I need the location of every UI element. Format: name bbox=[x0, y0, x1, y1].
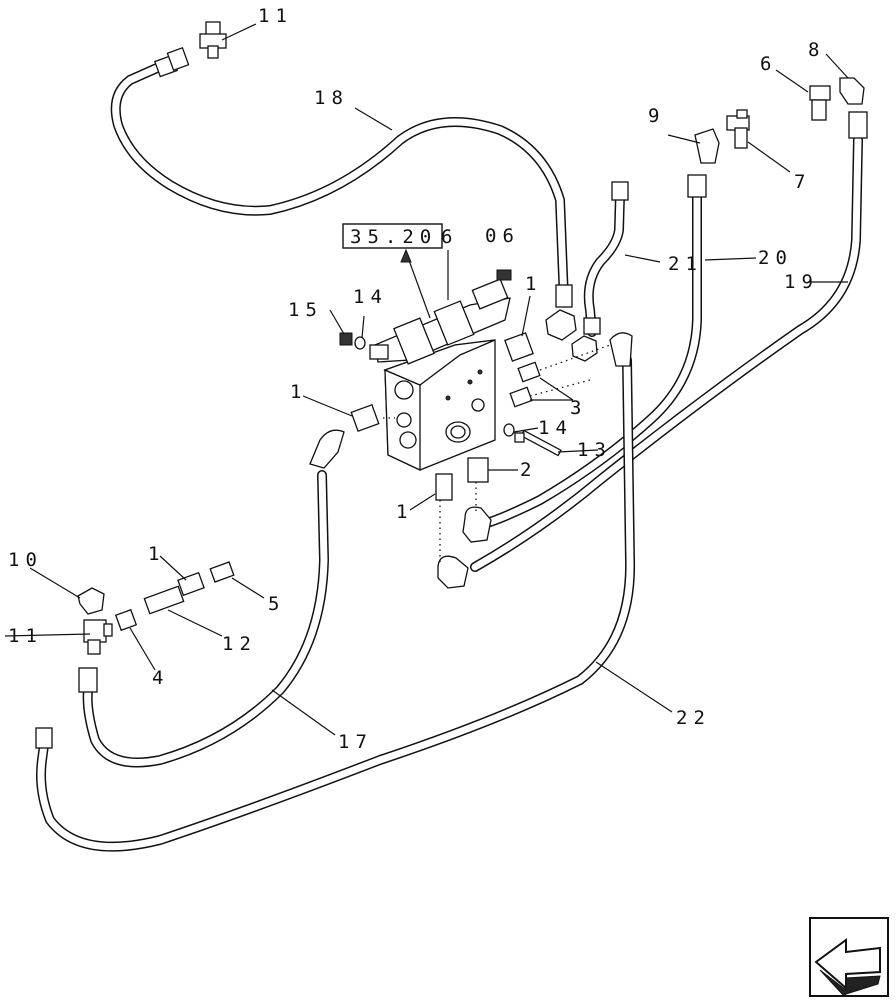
callout-8: 8 bbox=[808, 39, 825, 61]
fitting-11-top bbox=[199, 21, 227, 59]
elbow-hose19-end bbox=[437, 555, 469, 589]
callout-6-block: 6 bbox=[441, 226, 458, 248]
fitting-hose18-bottom bbox=[545, 284, 577, 341]
reference-box-text: 35.20 bbox=[350, 226, 437, 248]
adapter-1-left bbox=[350, 404, 380, 432]
hose-19 bbox=[470, 135, 863, 572]
callout-7: 7 bbox=[794, 171, 811, 193]
hose-17 bbox=[82, 470, 329, 768]
nut-15 bbox=[339, 332, 353, 346]
tube-12 bbox=[143, 585, 185, 615]
assembly-lines bbox=[383, 344, 611, 565]
callout-3: 3 bbox=[570, 397, 587, 419]
callout-17: 17 bbox=[338, 731, 373, 753]
fitting-hose22-end bbox=[35, 727, 53, 749]
callout-21: 21 bbox=[668, 253, 703, 275]
callout-18: 18 bbox=[314, 87, 349, 109]
fitting-hose21-bottom bbox=[571, 317, 601, 362]
fitting-9 bbox=[694, 128, 720, 164]
callout-5: 5 bbox=[268, 593, 285, 615]
adapter-5 bbox=[209, 561, 235, 583]
fitting-hose20-top bbox=[687, 174, 707, 198]
reference-suffix: 06 bbox=[485, 225, 520, 247]
callout-4: 4 bbox=[152, 667, 169, 689]
hose-20 bbox=[485, 190, 702, 527]
callout-6: 6 bbox=[760, 53, 777, 75]
hose-18 bbox=[110, 55, 569, 305]
fitting-hose17-end bbox=[78, 667, 98, 693]
adapter-3-b bbox=[509, 386, 533, 408]
fitting-10 bbox=[77, 587, 105, 615]
reference-callout: 35.20 06 bbox=[342, 223, 520, 249]
hose-22 bbox=[36, 355, 636, 852]
callout-19: 19 bbox=[784, 271, 819, 293]
adapter-1-bottom bbox=[435, 473, 453, 501]
elbow-hose20-end bbox=[462, 506, 492, 543]
fitting-7 bbox=[726, 109, 750, 149]
fitting-hose22-top bbox=[609, 332, 633, 367]
callout-1-far-left: 1 bbox=[148, 543, 165, 565]
fitting-hose21-top bbox=[611, 181, 629, 201]
hose-21 bbox=[583, 190, 625, 337]
callout-13: 13 bbox=[577, 439, 612, 461]
callout-1-left: 1 bbox=[290, 381, 307, 403]
direction-arrow-icon bbox=[809, 917, 889, 997]
callout-11-left: 11 bbox=[8, 625, 43, 647]
callout-1-bottom: 1 bbox=[396, 501, 413, 523]
fitting-hose19-top bbox=[848, 111, 868, 139]
leader-lines bbox=[4, 23, 849, 736]
adapter-2 bbox=[467, 457, 489, 483]
callout-15: 15 bbox=[288, 299, 323, 321]
fitting-6 bbox=[809, 85, 831, 121]
callout-20: 20 bbox=[758, 247, 793, 269]
fitting-hose17-top bbox=[309, 429, 345, 469]
callout-14-left: 14 bbox=[353, 286, 388, 308]
plug-4 bbox=[114, 608, 138, 632]
callout-2: 2 bbox=[520, 459, 537, 481]
callout-10: 10 bbox=[8, 549, 43, 571]
valve-block bbox=[383, 339, 496, 472]
callout-11-top: 11 bbox=[258, 5, 293, 27]
callout-9: 9 bbox=[648, 105, 665, 127]
callout-22: 22 bbox=[676, 707, 711, 729]
fitting-11-left bbox=[83, 619, 113, 655]
adapter-1-top bbox=[504, 332, 534, 362]
washer-14-left bbox=[354, 336, 366, 350]
adapter-3-a bbox=[517, 361, 541, 383]
bolt-13 bbox=[514, 429, 562, 457]
callout-12: 12 bbox=[222, 633, 257, 655]
callout-1-top: 1 bbox=[525, 273, 542, 295]
solenoid-valve bbox=[369, 269, 512, 365]
callout-labels: 11 18 6 15 14 1 1 3 14 13 2 1 21 20 19 9… bbox=[8, 5, 825, 753]
washer-14-right bbox=[503, 423, 515, 437]
fitting-hose18-top bbox=[153, 46, 190, 78]
callout-14-right: 14 bbox=[538, 417, 573, 439]
fitting-8 bbox=[839, 77, 865, 105]
reference-box bbox=[342, 223, 443, 249]
